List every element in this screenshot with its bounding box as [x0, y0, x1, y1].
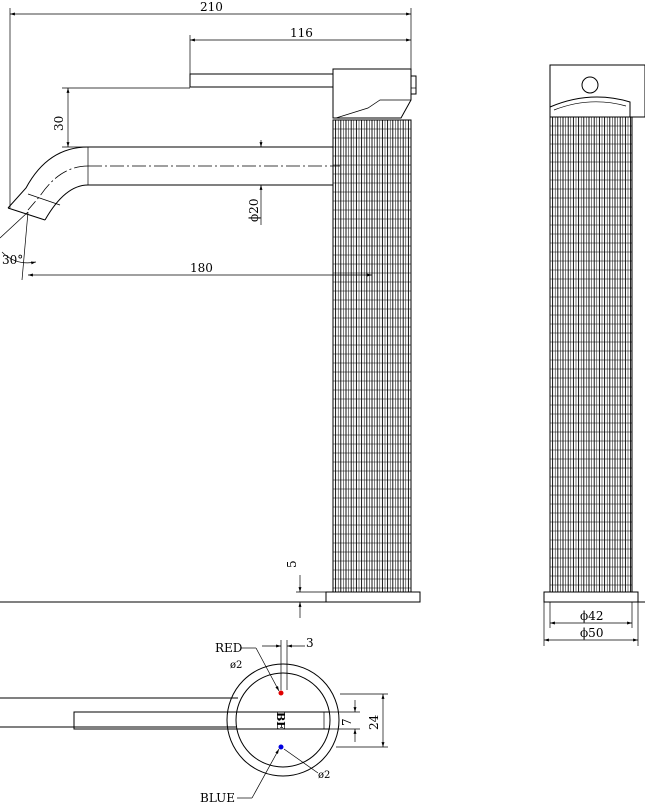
front-view: ϕ42 ϕ50 — [543, 64, 645, 646]
dim-body-diameter: ϕ42 — [549, 602, 633, 628]
dim-7-label: 7 — [340, 718, 354, 726]
head-block — [332, 68, 417, 119]
top-inner-circle — [235, 672, 331, 768]
base-plate — [325, 591, 421, 603]
spout — [7, 146, 340, 221]
dim-180-label: 180 — [190, 261, 213, 275]
dim-5-label: 5 — [285, 560, 299, 568]
side-view: 210 116 30 ϕ20 180 — [0, 0, 421, 618]
dim-3-label: 3 — [306, 636, 314, 650]
knurled-body — [332, 119, 412, 593]
dim-116-label: 116 — [290, 26, 313, 40]
blue-leader: BLUE ø2 — [200, 748, 330, 805]
dim-phi20-label: ϕ20 — [247, 199, 261, 222]
front-head — [549, 64, 645, 118]
dim-slot-width: 7 — [330, 700, 360, 742]
top-view: BE RED ø2 BLUE ø2 3 — [0, 636, 388, 805]
red-leader: RED ø2 — [215, 641, 280, 692]
dim-angle: 30° — [0, 211, 37, 281]
red-marker-dot — [278, 690, 284, 696]
top-lever-slot — [73, 711, 330, 730]
hole-size-bottom-label: ø2 — [318, 770, 330, 781]
hole-size-top-label: ø2 — [230, 660, 242, 671]
dim-angle-label: 30° — [2, 253, 23, 267]
dim-hole-offset: 3 — [262, 636, 314, 690]
dim-30-label: 30 — [52, 116, 66, 131]
front-base-plate — [543, 591, 639, 603]
dim-24-label: 24 — [367, 714, 381, 730]
dim-phi50-label: ϕ50 — [580, 626, 603, 640]
red-label: RED — [215, 641, 242, 655]
top-outer-circle — [226, 663, 340, 777]
dim-spout-drop: 30 — [52, 87, 190, 148]
dim-base-diameter: ϕ50 — [543, 602, 639, 646]
dim-phi42-label: ϕ42 — [580, 609, 603, 623]
blue-label: BLUE — [200, 791, 235, 805]
dim-base-height: 5 — [285, 560, 326, 618]
top-marking: BE — [274, 712, 287, 730]
blue-marker-dot — [278, 744, 284, 750]
dim-210-label: 210 — [200, 0, 223, 14]
dim-handle-width: 24 — [336, 693, 388, 748]
lever-handle — [189, 73, 334, 88]
dim-overall-width: 210 — [9, 0, 412, 208]
front-knurled-body — [549, 116, 633, 593]
dim-spout-diameter: ϕ20 — [247, 140, 263, 225]
dim-spout-length: 116 — [189, 26, 411, 74]
dim-reach: 180 — [28, 168, 373, 280]
